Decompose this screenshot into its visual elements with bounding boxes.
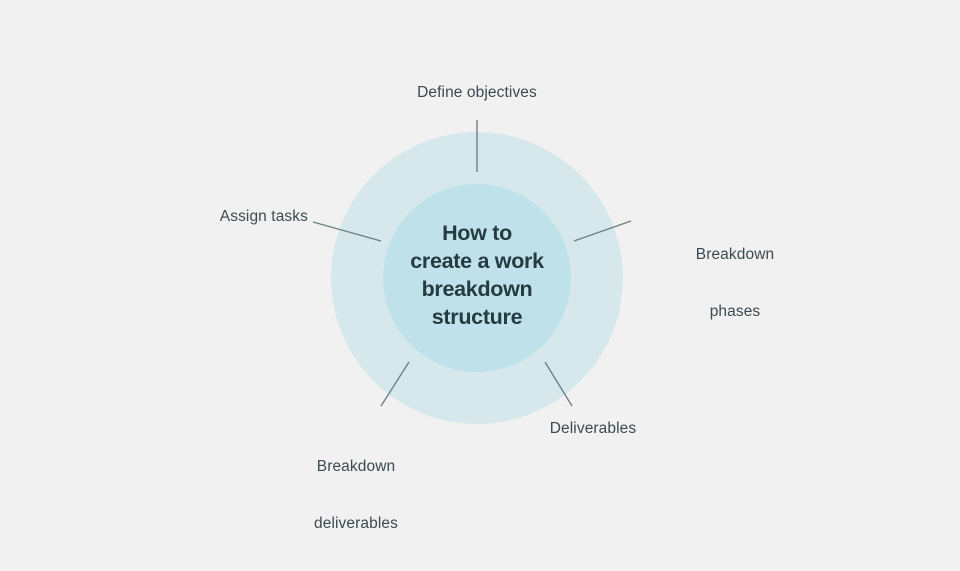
center-title-line-3: breakdown — [421, 277, 533, 301]
node-label-breakdown-deliverables-line-1: Breakdown — [316, 458, 396, 475]
node-label-breakdown-deliverables: Breakdown deliverables — [256, 419, 456, 571]
center-title-line-2: create a work — [410, 249, 544, 273]
center-title-line-1: How to — [442, 221, 512, 245]
node-label-assign-tasks: Assign tasks — [219, 208, 308, 225]
connector-deliverables — [544, 361, 573, 407]
center-title: How to create a work breakdown structure — [377, 219, 577, 331]
diagram-canvas: How to create a work breakdown structure… — [219, 84, 830, 532]
node-label-define-objectives: Define objectives — [417, 84, 537, 101]
node-label-breakdown-phases-line-1: Breakdown — [695, 246, 775, 263]
connector-breakdown-phases — [573, 220, 632, 242]
connector-breakdown-deliverables — [380, 361, 410, 407]
node-label-breakdown-phases-line-2: phases — [709, 303, 761, 320]
node-label-breakdown-deliverables-line-2: deliverables — [314, 515, 398, 532]
node-label-deliverables: Deliverables — [549, 420, 637, 437]
radial-diagram — [312, 120, 632, 424]
node-label-breakdown-phases: Breakdown phases — [640, 207, 830, 359]
inner-circle — [383, 184, 571, 372]
connector-assign-tasks — [312, 221, 382, 242]
center-title-line-4: structure — [431, 305, 523, 329]
